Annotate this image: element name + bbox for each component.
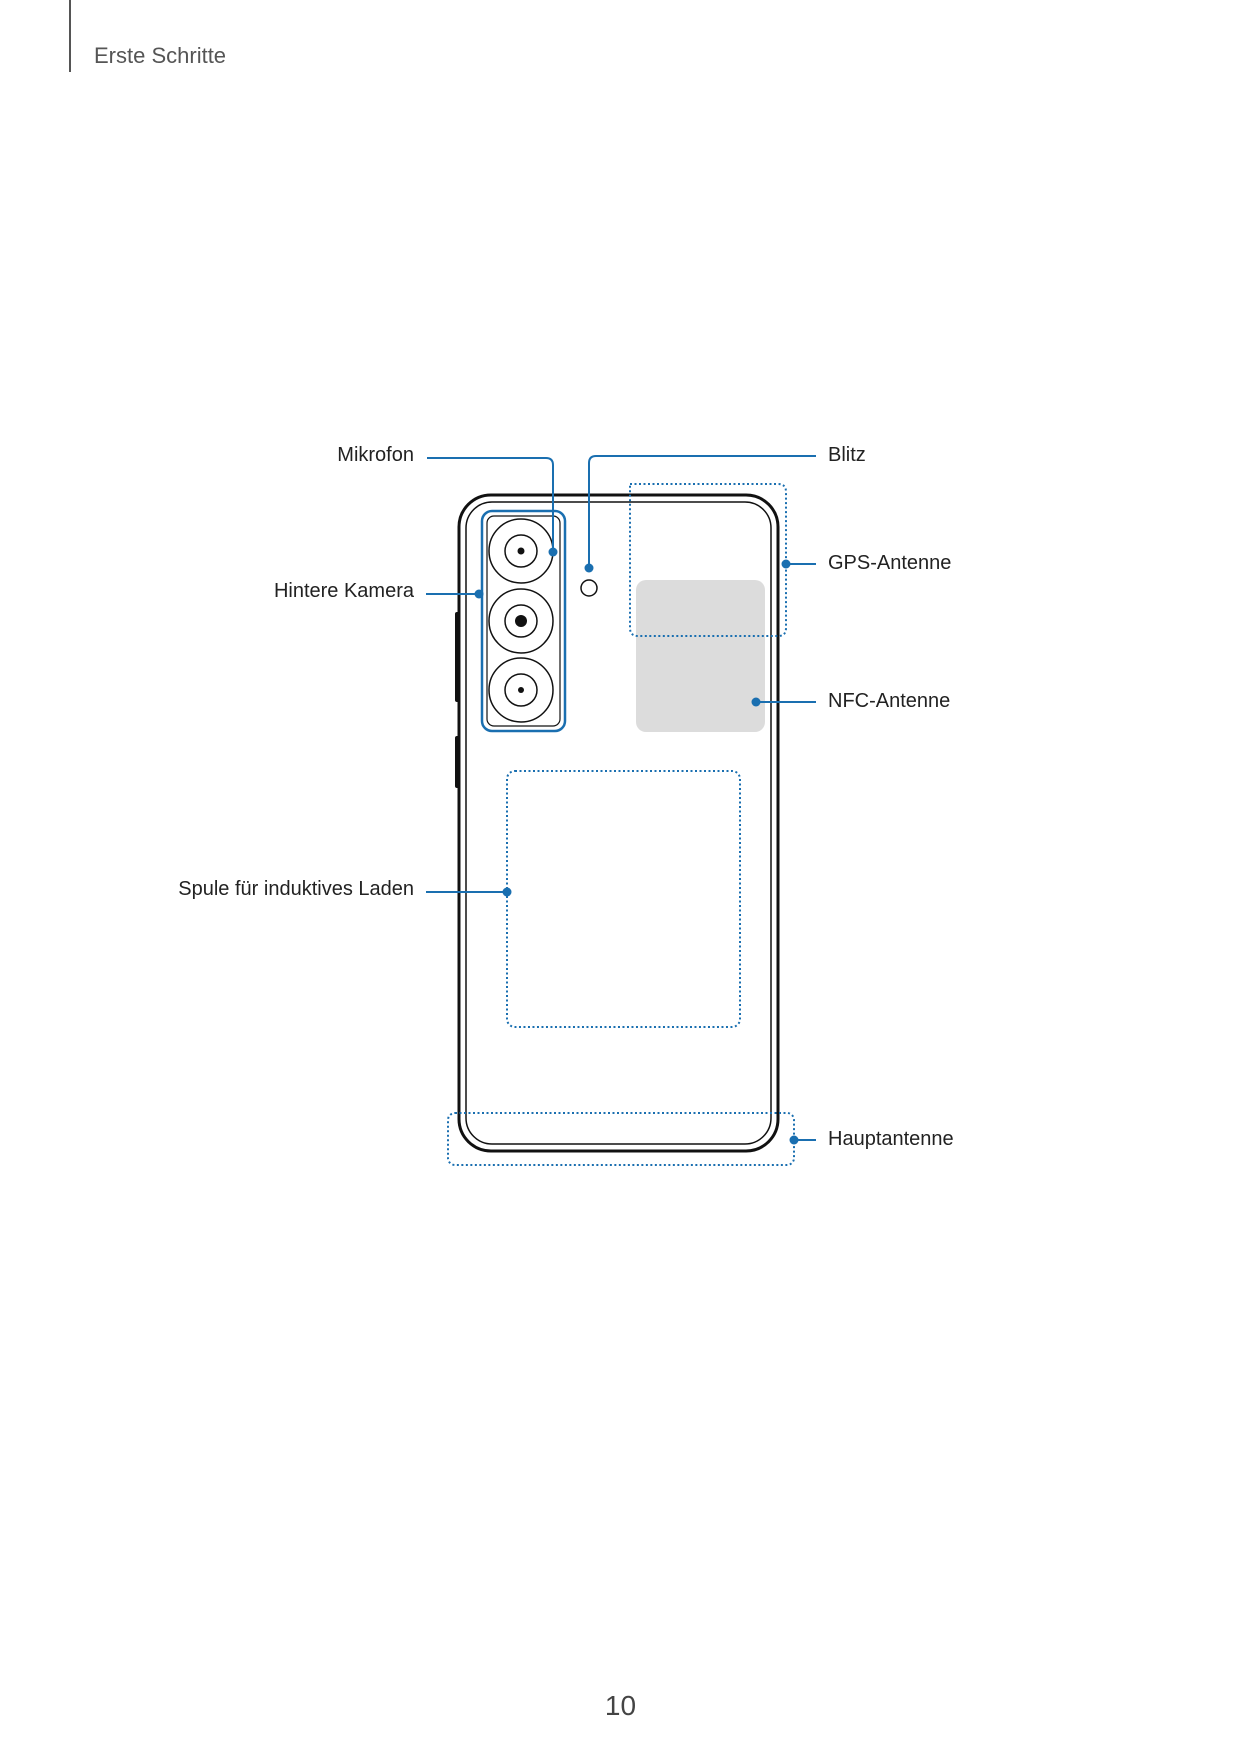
section-title: Erste Schritte <box>94 43 227 68</box>
label-mikrofon: Mikrofon <box>337 444 414 466</box>
label-hauptantenne: Hauptantenne <box>828 1128 954 1150</box>
camera-module-inner <box>486 515 561 727</box>
dot-mikrofon <box>548 547 558 557</box>
dot-hauptantenne <box>789 1135 799 1145</box>
dot-gps <box>781 559 791 569</box>
nfc-area <box>636 580 765 732</box>
camera-lens-3 <box>488 657 554 723</box>
flash <box>580 579 598 597</box>
camera-lens-2 <box>488 588 554 654</box>
label-gps-antenne: GPS-Antenne <box>828 552 952 574</box>
camera-lens-1 <box>488 518 554 584</box>
dot-nfc <box>751 697 761 707</box>
dot-blitz <box>584 563 594 573</box>
page-number: 10 <box>604 1690 637 1721</box>
label-nfc-antenne: NFC-Antenne <box>828 690 951 712</box>
gps-antenna-area <box>629 483 787 637</box>
label-blitz: Blitz <box>828 444 866 466</box>
dot-spule <box>502 887 512 897</box>
phone-body-inner <box>465 501 772 1145</box>
charging-coil-area <box>506 770 741 1028</box>
label-spule: Spule für induktives Laden <box>178 878 414 900</box>
header-rule <box>69 0 71 72</box>
label-hintere-kamera: Hintere Kamera <box>273 580 414 602</box>
leader-mikrofon <box>427 457 554 552</box>
camera-module <box>480 509 567 733</box>
leader-blitz <box>588 455 816 568</box>
dot-hintere-kamera <box>474 589 484 599</box>
